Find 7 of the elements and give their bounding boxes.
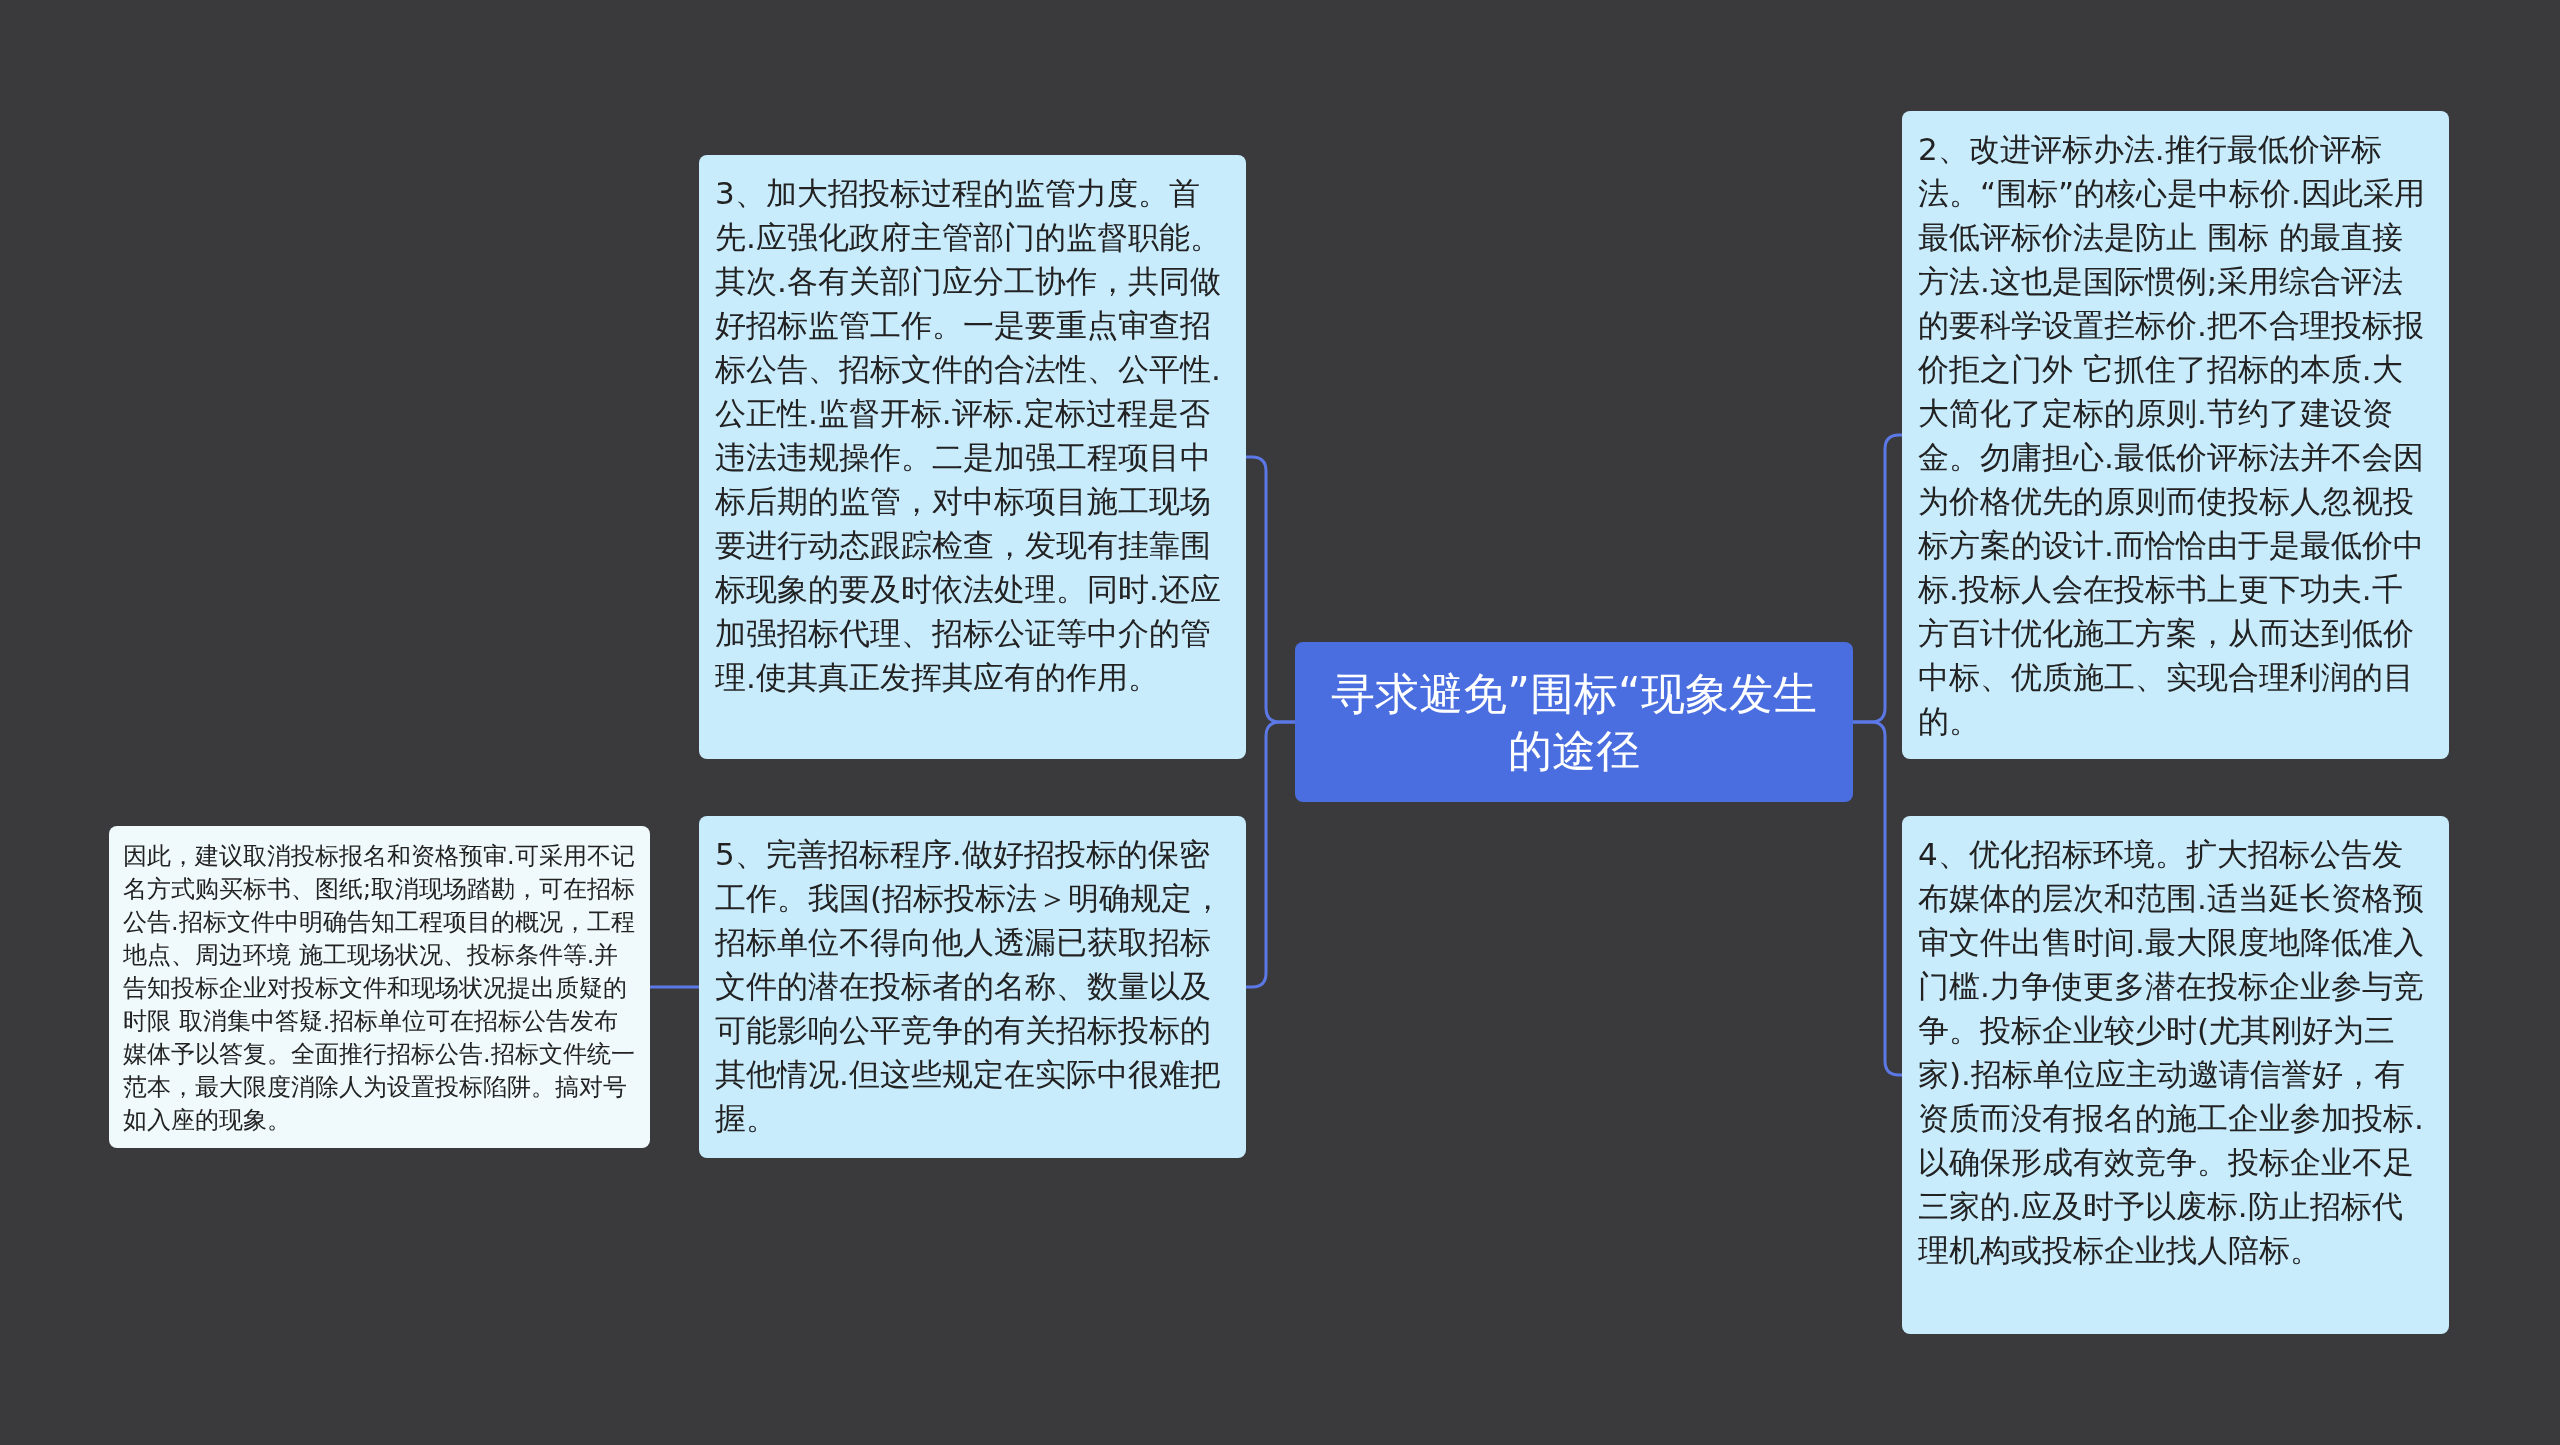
connector-line: [650, 985, 699, 989]
topic-box: 3、加大招投标过程的监管力度。首先.应强化政府主管部门的监督职能。其次.各有关部门应分工协作，共同做好招标监管工作。一是要重点审查招标公告、招标文件的合法性、公平性.公正性.监督开标.评标.定标过程是否违法违规操作。二是加强工程项目中标后期的监管，对中标项目施工现场要进行动态跟踪检查，发现有挂靠围标现象的要及时依法处理。同时.还应加强招标代理、招标公证等中介的管理.使其真正发挥其应有的作用。: [699, 155, 1246, 759]
central-topic-box: 寻求避免”围标“现象发生的途径: [1295, 642, 1853, 802]
detail-box: 因此，建议取消投标报名和资格预审.可采用不记名方式购买标书、图纸;取消现场踏勘，可在招标公告.招标文件中明确告知工程项目的概况，工程地点、周边环境 施工现场状况、投标条件等.并告知投标企业对投标文件和现场状况提出质疑的时限 取消集中答疑.招标单位可在招标公告发布媒体予以答复。全面推行招标公告.招标文件统一范本，最大限度消除人为设置投标陷阱。搞对号如入座的现象。: [109, 826, 650, 1148]
topic-box: 4、优化招标环境。扩大招标公告发布媒体的层次和范围.适当延长资格预审文件出售时间.最大限度地降低准入门槛.力争使更多潜在投标企业参与竞争。投标企业较少时(尤其刚好为三家).招标单位应主动邀请信誉好，有资质而没有报名的施工企业参加投标.以确保形成有效竞争。投标企业不足三家的.应及时予以废标.防止招标代理机构或投标企业找人陪标。: [1902, 816, 2449, 1334]
topic-box: 2、改进评标办法.推行最低价评标法。“围标”的核心是中标价.因此采用最低评标价法是防止 围标 的最直接方法.这也是国际惯例;采用综合评法的要科学设置拦标价.把不合理投标报价拒之门外 它抓住了招标的本质.大大简化了定标的原则.节约了建设资金。勿庸担心.最低价评标法并不会因为价格优先的原则而使投标人忽视投标方案的设计.而恰恰由于是最低价中标.投标人会在投标书上更下功夫.千方百计优化施工方案，从而达到低价中标、优质施工、实现合理利润的目的。: [1902, 111, 2449, 759]
topic-box: 5、完善招标程序.做好招投标的保密工作。我国(招标投标法＞明确规定，招标单位不得向他人透漏已获取招标文件的潜在投标者的名称、数量以及可能影响公平竞争的有关招标投标的其他情况.但这些规定在实际中很难把握。: [699, 816, 1246, 1158]
